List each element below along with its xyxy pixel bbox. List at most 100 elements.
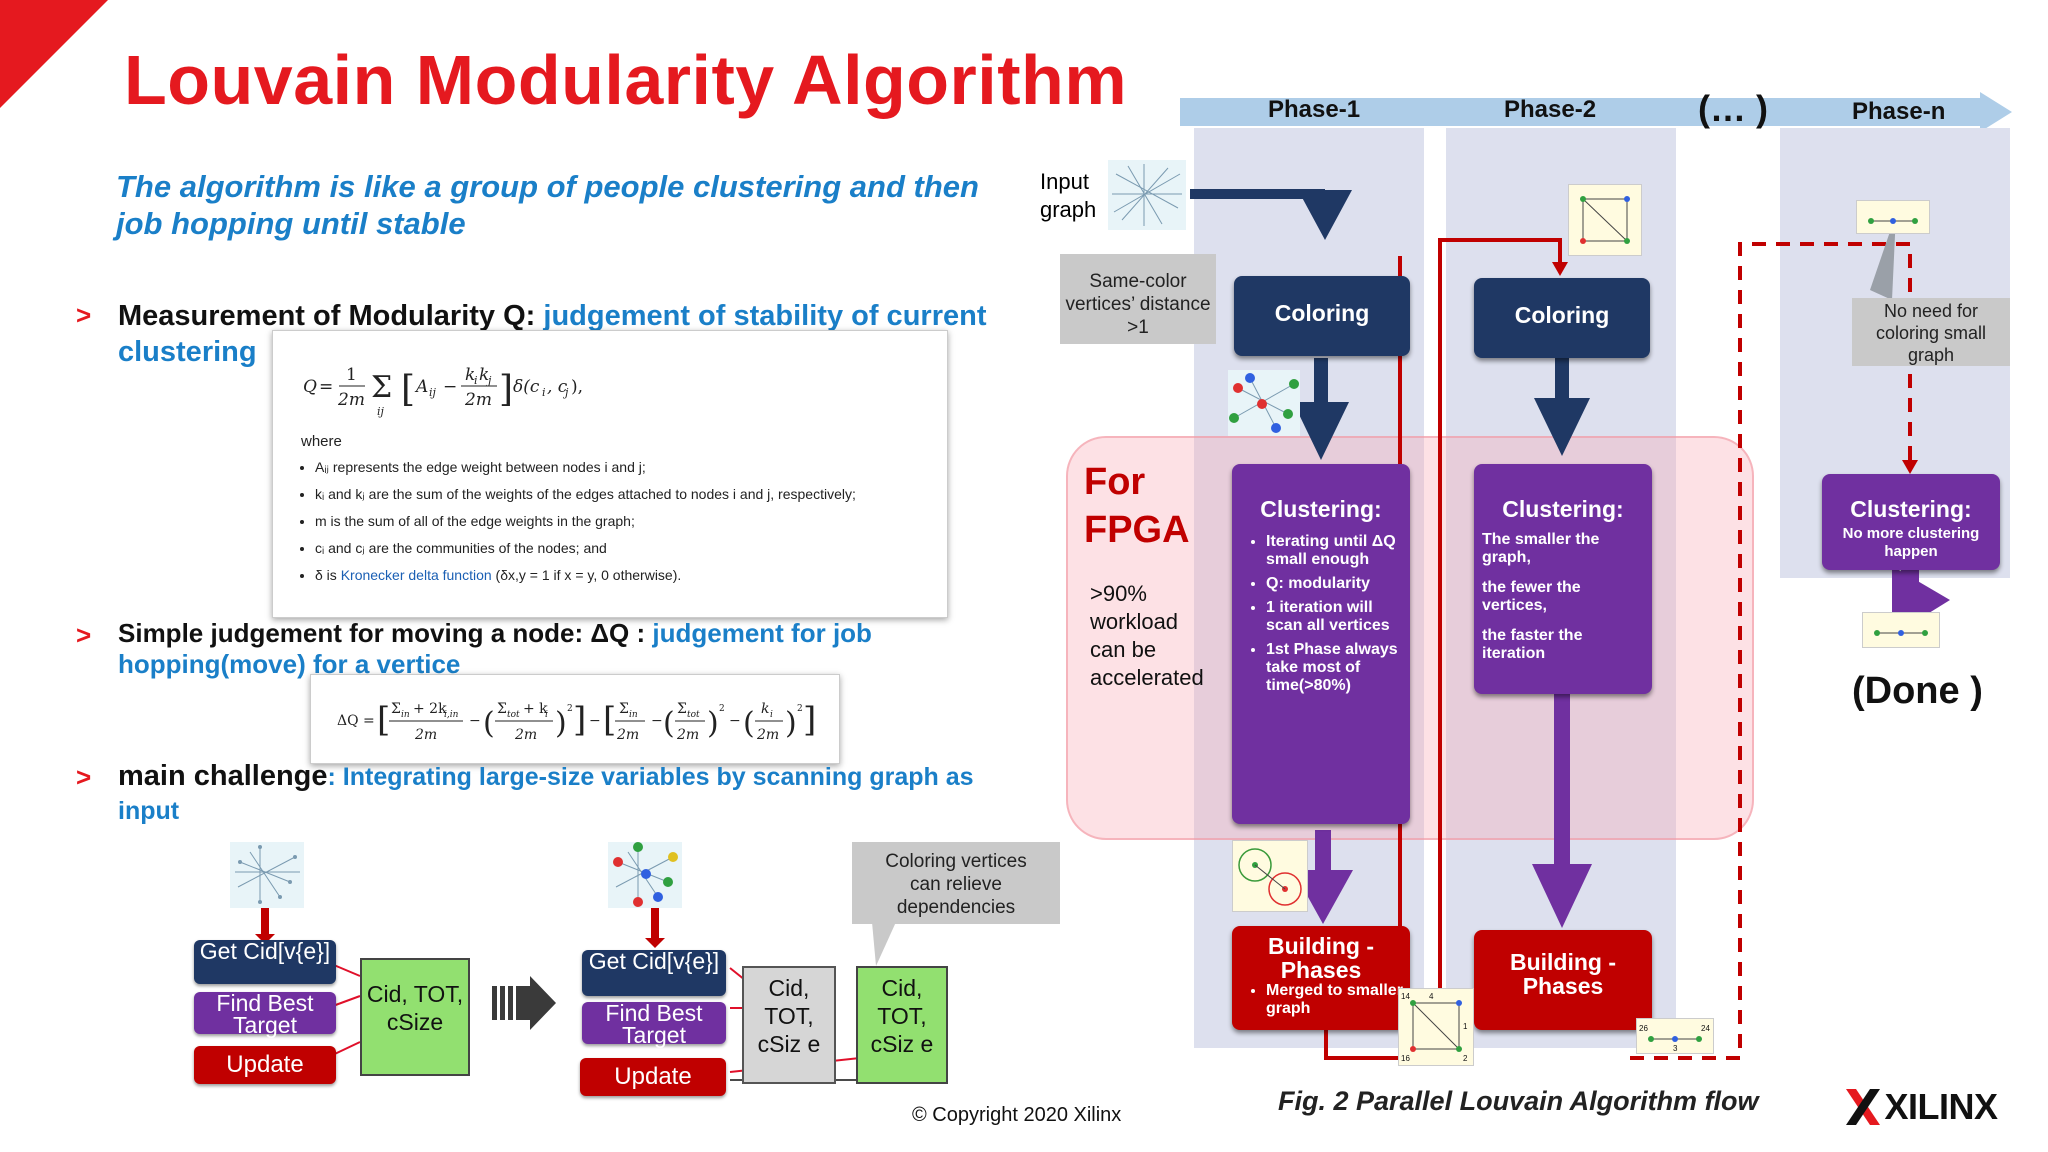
delta-suffix: (δx,y = 1 if x = y, 0 otherwise). <box>491 567 682 583</box>
clustering2-line: The smaller the graph, <box>1482 531 1600 566</box>
same-color-note: Same-color vertices’ distance >1 <box>1060 254 1216 344</box>
clustering-box-phase-n: Clustering: No more clustering happen <box>1822 474 2000 570</box>
clustering-item: Q: modularity <box>1266 575 1410 593</box>
svg-text:Σ: Σ <box>619 701 629 717</box>
svg-text:]: ] <box>499 369 513 410</box>
coloring-vertices-callout: Coloring vertices can relieve dependenci… <box>852 842 1060 924</box>
def-delta: δ is Kronecker delta function (δx,y = 1 … <box>315 562 947 589</box>
xilinx-logo: XILINX <box>1846 1086 1998 1128</box>
building-title: Building -Phases <box>1267 933 1375 983</box>
svg-text:]: ] <box>803 700 816 740</box>
phase-2-label: Phase-2 <box>1504 96 1597 123</box>
svg-text:in: in <box>401 710 410 720</box>
where-label: where <box>301 433 342 450</box>
svg-text:(: ( <box>483 706 495 741</box>
input-graph-icon <box>1108 160 1186 230</box>
svg-text:Q: Q <box>303 377 317 397</box>
svg-text:k: k <box>761 701 769 717</box>
colored-graph-icon <box>1228 370 1300 436</box>
flow-arrows <box>1190 189 1950 1060</box>
svg-text:[: [ <box>603 700 616 740</box>
update-box-left: Update <box>194 1046 336 1084</box>
building-title: Building -Phases <box>1509 949 1617 999</box>
phase2-small-graph-icon <box>1568 184 1642 256</box>
svg-text:in: in <box>629 710 638 720</box>
svg-text:+ k: + k <box>523 701 548 717</box>
svg-text:2m: 2m <box>464 390 492 410</box>
bullet-modularity: > Measurement of Modularity Q: judgement… <box>76 298 1036 370</box>
bullet-lead: Measurement of Modularity Q: <box>118 300 544 332</box>
svg-text:[: [ <box>401 369 415 410</box>
input-graph-label: Input graph <box>1040 169 1097 222</box>
no-need-coloring-note: No need for coloring small graph <box>1852 298 2010 366</box>
svg-text:1: 1 <box>346 365 357 385</box>
find-best-target-box-right: Find Best Target <box>582 1002 726 1047</box>
done-label: (Done ) <box>1852 670 1983 712</box>
svg-text:): ) <box>555 706 567 741</box>
delta-prefix: δ is <box>315 567 341 583</box>
cid-tot-csize-grey-box: Cid, TOT, cSiz e <box>742 966 836 1084</box>
node-label: 2 <box>1463 1054 1468 1063</box>
phase-ellipsis-label: (… ) <box>1698 88 1768 129</box>
svg-text:i: i <box>545 710 548 720</box>
svg-text:),: ), <box>571 377 583 397</box>
corner-triangle <box>0 0 108 108</box>
svg-text:i: i <box>770 710 773 720</box>
find-best-target-box-left: Find Best Target <box>194 992 336 1037</box>
coloring-box-phase2: Coloring <box>1474 278 1650 358</box>
node-label: 16 <box>1401 1054 1410 1063</box>
svg-text:Σ: Σ <box>497 701 507 717</box>
building-item: Merged to smaller graph <box>1266 982 1410 1018</box>
phase1-clustered-graph-icon <box>1232 840 1308 912</box>
svg-text:i,in: i,in <box>444 710 459 720</box>
svg-text:(: ( <box>743 706 755 741</box>
svg-text:i: i <box>542 386 546 399</box>
no-more-clustering: No more clustering happen <box>1842 525 1980 560</box>
phase-n-small-graph-icon <box>1856 200 1930 234</box>
clustering-box-phase2: Clustering: The smaller the graph, the f… <box>1474 464 1652 694</box>
svg-text:tot: tot <box>507 710 520 720</box>
kronecker-delta-link[interactable]: Kronecker delta function <box>340 567 492 583</box>
clustering2-line: the fewer the vertices, <box>1482 579 1581 614</box>
bullet-delta-q: > Simple judgement for moving a node: ΔQ… <box>76 618 936 680</box>
phase-n-label: Phase-n <box>1852 98 1946 125</box>
svg-text:−: − <box>443 377 457 397</box>
building-phases-box-phase2: Building -Phases <box>1474 930 1652 1030</box>
bullet-lead: Simple judgement for moving a node: ΔQ : <box>118 618 653 648</box>
svg-text:−: − <box>729 713 741 729</box>
xilinx-logo-text: XILINX <box>1884 1086 1998 1127</box>
svg-text:Σ: Σ <box>391 701 401 717</box>
bullet-marker: > <box>76 300 92 330</box>
def-ki-kj: kᵢ and kⱼ are the sum of the weights of … <box>315 481 947 508</box>
def-m: m is the sum of all of the edge weights … <box>315 508 947 535</box>
svg-text:A: A <box>414 377 428 397</box>
svg-text:tot: tot <box>687 710 700 720</box>
svg-text:k: k <box>479 365 489 385</box>
clustering-title: Clustering: <box>1260 496 1382 522</box>
svg-text:2m: 2m <box>514 727 537 743</box>
bullet-challenge: > main challenge: Integrating large-size… <box>76 760 1036 828</box>
svg-text:j: j <box>485 374 492 387</box>
phase-header-band <box>1180 92 2012 132</box>
svg-text:]: ] <box>573 700 586 740</box>
cid-tot-csize-green-box: Cid, TOT, cSiz e <box>856 966 948 1084</box>
svg-text:Σ: Σ <box>371 370 392 405</box>
final-graph-icon <box>1862 612 1940 648</box>
bullet-marker: > <box>76 762 92 792</box>
clustering2-line: the faster the iteration <box>1482 627 1583 662</box>
clustering-box-phase1: Clustering: Iterating until ΔQ small eno… <box>1232 464 1410 824</box>
page-title: Louvain Modularity Algorithm <box>124 41 1128 119</box>
svg-text:−: − <box>469 713 481 729</box>
building-phases-box-phase1: Building -Phases Merged to smaller graph <box>1232 926 1410 1030</box>
xilinx-x-mark-icon <box>1846 1089 1880 1125</box>
svg-text:, c: , c <box>547 377 568 397</box>
clustering-item: Iterating until ΔQ small enough <box>1266 533 1410 569</box>
svg-text:): ) <box>785 706 797 741</box>
bullet-highlight: judgement of stability of current cluste… <box>118 300 987 368</box>
svg-text:2m: 2m <box>337 390 365 410</box>
update-box-right: Update <box>580 1058 726 1096</box>
